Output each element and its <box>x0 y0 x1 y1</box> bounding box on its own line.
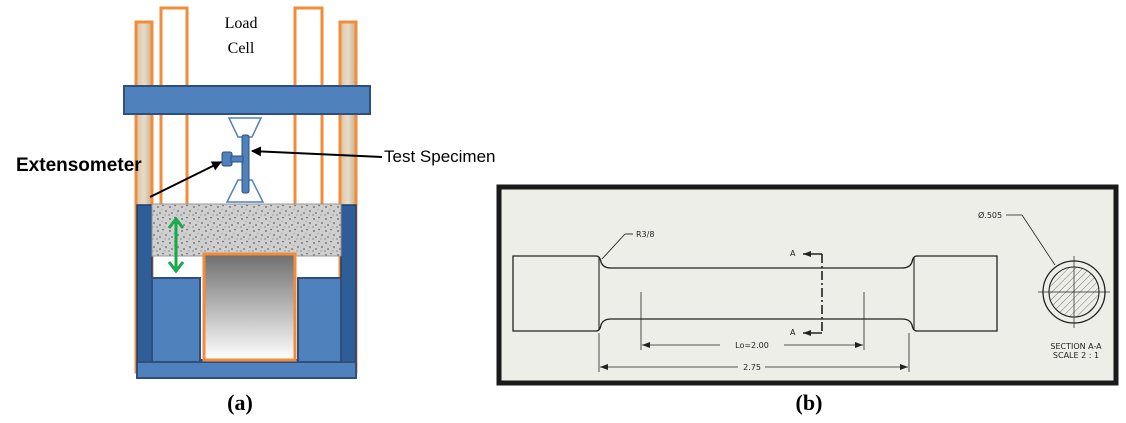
diameter-label: Ø.505 <box>978 210 1002 220</box>
moving-platen <box>151 203 342 257</box>
section-marker-top: A <box>790 249 796 258</box>
travel-arrow-head-down <box>167 261 185 274</box>
section-title-line1: SECTION A-A <box>1050 342 1102 351</box>
test-specimen-leader <box>251 146 383 158</box>
section-marker-bottom: A <box>790 328 796 337</box>
load-cell-label-line2: Cell <box>228 40 255 57</box>
radius-label: R3/8 <box>636 230 654 239</box>
base-left-post <box>136 204 153 371</box>
gauge-length-label: Lo=2.00 <box>735 341 769 350</box>
drawing-frame <box>496 184 1119 386</box>
upper-grip <box>227 117 263 138</box>
base-right-post <box>340 204 357 371</box>
diameter-leader <box>1021 214 1056 266</box>
extensometer-label: Extensometer <box>16 155 142 176</box>
caption-b: (b) <box>796 390 823 415</box>
specimen-outline <box>512 255 998 332</box>
load-cell-label-line1: Load <box>225 15 258 32</box>
caption-a: (a) <box>227 390 253 415</box>
travel-arrow-head-up <box>167 216 185 229</box>
base-floor <box>136 361 357 379</box>
crosshead <box>123 85 371 115</box>
panel-a-test-frame: Load Cell Extensometer Test Specimen (a) <box>16 6 496 415</box>
test-specimen-label: Test Specimen <box>384 147 496 166</box>
radius-leader <box>601 233 626 260</box>
actuator-piston <box>202 252 297 362</box>
test-specimen <box>241 134 250 194</box>
panel-b-specimen-drawing: R3/8 A A Lo=2.00 2.75 Ø.505 SECTION A-A … <box>496 184 1119 415</box>
reduced-length-label: 2.75 <box>743 363 761 372</box>
extensometer-leader <box>149 161 222 198</box>
section-title-line2: SCALE 2 : 1 <box>1053 351 1099 360</box>
extensometer-arm <box>230 155 244 163</box>
